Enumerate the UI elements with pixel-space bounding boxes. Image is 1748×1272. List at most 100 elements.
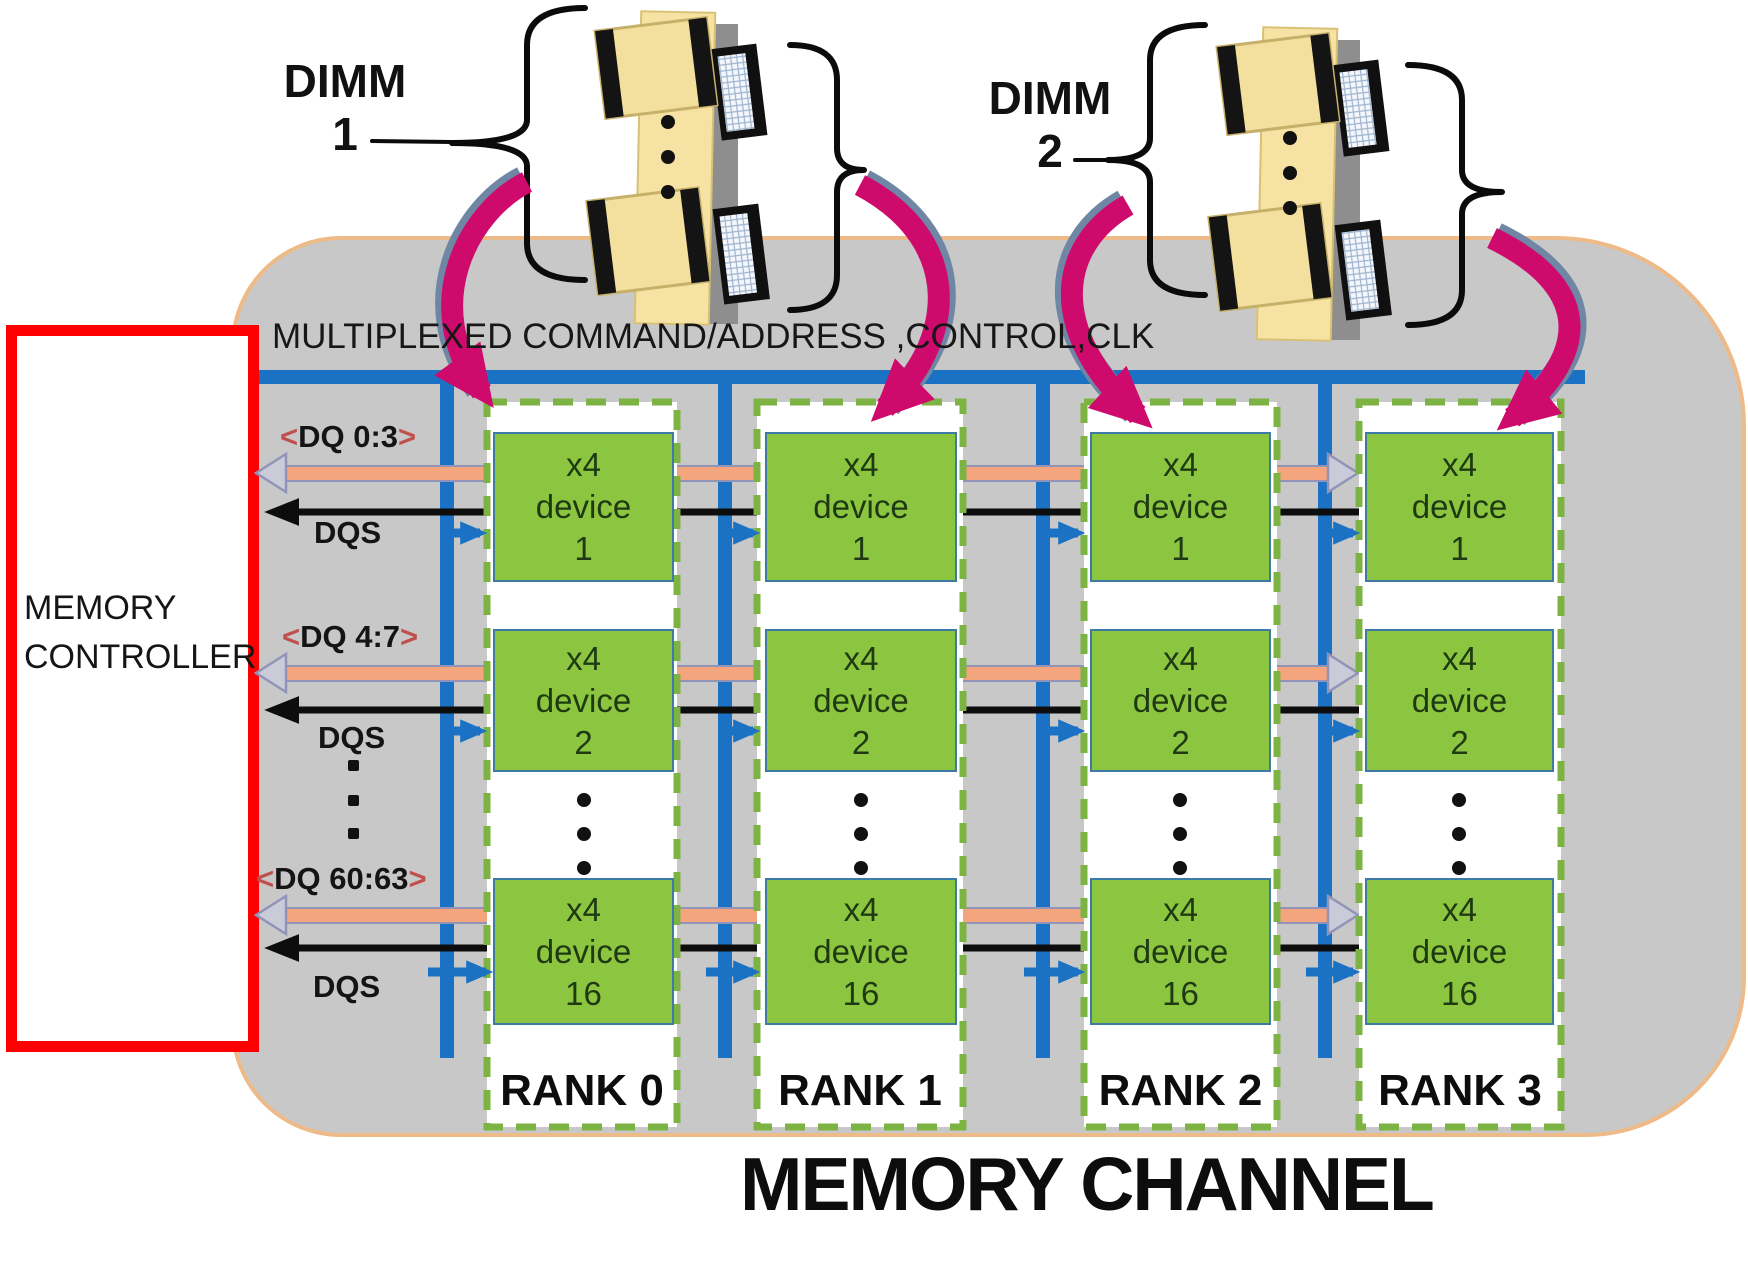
device-line: 2 bbox=[851, 723, 871, 761]
device-line: 2 bbox=[1171, 723, 1190, 761]
device-box-rank3-16: x4 device 16 bbox=[1365, 878, 1554, 1025]
ellipsis-ranks bbox=[577, 793, 1466, 875]
device-line: device bbox=[1132, 932, 1229, 970]
device-box-rank1-2: x4 device 2 bbox=[765, 629, 957, 772]
dimm1-name: DIMM bbox=[283, 55, 407, 107]
device-line: device bbox=[1132, 488, 1229, 525]
bracket: < bbox=[256, 861, 275, 896]
device-line: 1 bbox=[851, 530, 871, 567]
device-line: device bbox=[813, 681, 909, 719]
dimm2-module-icon bbox=[1207, 26, 1392, 342]
right-arrow-icon bbox=[1326, 651, 1361, 695]
curved-arrow-rank1-icon bbox=[854, 175, 950, 422]
dimm1-module-icon bbox=[585, 10, 770, 326]
bracket: > bbox=[400, 619, 419, 654]
device-box-rank2-2: x4 device 2 bbox=[1090, 629, 1271, 772]
device-line: x4 bbox=[1442, 446, 1477, 483]
dq-text: DQ 60:63 bbox=[274, 861, 409, 896]
device-line: 1 bbox=[1171, 530, 1190, 567]
device-line: x4 bbox=[1442, 890, 1477, 928]
device-box-rank1-16: x4 device 16 bbox=[765, 878, 957, 1025]
dqs-label-row1: DQS bbox=[314, 515, 382, 550]
bus-label: MULTIPLEXED COMMAND/ADDRESS ,CONTROL,CLK bbox=[272, 317, 1155, 356]
rank3-label: RANK 3 bbox=[1378, 1066, 1542, 1115]
device-line: x4 bbox=[843, 890, 879, 928]
device-line: device bbox=[535, 488, 632, 525]
device-line: 16 bbox=[565, 974, 602, 1012]
device-line: 1 bbox=[574, 530, 593, 567]
left-arrow-icon bbox=[253, 451, 288, 495]
rank-select-arrows bbox=[434, 167, 1587, 431]
dq-label-row2: <DQ 4:7> bbox=[282, 619, 418, 655]
device-line: device bbox=[1411, 932, 1508, 970]
device-line: device bbox=[1132, 681, 1229, 719]
rank2-label: RANK 2 bbox=[1098, 1066, 1263, 1115]
device-line: 16 bbox=[1162, 974, 1199, 1012]
device-line: x4 bbox=[1163, 446, 1198, 483]
device-line: x4 bbox=[1163, 639, 1198, 677]
memory-channel-title: MEMORY CHANNEL bbox=[740, 1142, 1435, 1226]
dimm1-label-connector bbox=[370, 139, 454, 144]
dqs-label-row2: DQS bbox=[318, 720, 386, 755]
bracket: < bbox=[280, 419, 299, 454]
device-line: device bbox=[813, 488, 909, 525]
device-line: device bbox=[535, 681, 632, 719]
dimm2-number: 2 bbox=[1037, 125, 1063, 177]
device-line: x4 bbox=[566, 446, 601, 483]
curved-arrow-rank0-icon bbox=[434, 172, 533, 408]
memory-controller-box bbox=[6, 325, 259, 1052]
memory-controller-label: MEMORY CONTROLLER bbox=[24, 584, 257, 682]
device-line: x4 bbox=[843, 446, 879, 483]
device-box-rank0-2: x4 device 2 bbox=[493, 629, 674, 772]
memory-controller-line2: CONTROLLER bbox=[24, 638, 257, 676]
device-line: 2 bbox=[574, 723, 593, 761]
device-box-rank2-16: x4 device 16 bbox=[1090, 878, 1271, 1025]
device-line: x4 bbox=[843, 639, 879, 677]
memory-controller-line1: MEMORY bbox=[24, 589, 177, 627]
device-line: 1 bbox=[1450, 530, 1469, 567]
device-line: x4 bbox=[1163, 890, 1198, 928]
brace-dimm2-right-icon bbox=[1405, 62, 1505, 328]
device-line: device bbox=[813, 932, 909, 970]
rank1-label: RANK 1 bbox=[778, 1066, 942, 1115]
left-arrow-icon bbox=[253, 651, 288, 695]
device-line: 16 bbox=[842, 974, 880, 1012]
device-box-rank3-2: x4 device 2 bbox=[1365, 629, 1554, 772]
right-arrow-icon bbox=[1326, 893, 1361, 937]
bracket: > bbox=[408, 861, 427, 896]
device-box-rank0-1: x4 device 1 bbox=[493, 432, 674, 582]
dq-label-row3: <DQ 60:63> bbox=[256, 861, 427, 897]
dq-text: DQ 0:3 bbox=[298, 419, 399, 454]
device-line: 16 bbox=[1441, 974, 1478, 1012]
bracket: > bbox=[398, 419, 417, 454]
bus-tap-rank0 bbox=[440, 370, 454, 1058]
device-box-rank0-16: x4 device 16 bbox=[493, 878, 674, 1025]
device-line: x4 bbox=[566, 639, 601, 677]
device-line: x4 bbox=[566, 890, 601, 928]
dimm1-number: 1 bbox=[332, 108, 358, 160]
device-line: x4 bbox=[1442, 639, 1477, 677]
right-arrow-icon bbox=[1326, 451, 1361, 495]
dq-label-row1: <DQ 0:3> bbox=[280, 419, 416, 455]
device-box-rank1-1: x4 device 1 bbox=[765, 432, 957, 582]
device-box-rank3-1: x4 device 1 bbox=[1365, 432, 1554, 582]
device-line: device bbox=[1411, 681, 1508, 719]
device-line: device bbox=[535, 932, 632, 970]
rank0-label: RANK 0 bbox=[500, 1066, 664, 1115]
dimm2-label: DIMM 2 bbox=[970, 72, 1130, 178]
device-line: device bbox=[1411, 488, 1508, 525]
dqs-label-row3: DQS bbox=[313, 969, 381, 1004]
bus-tap-rank2 bbox=[1036, 370, 1050, 1058]
curved-arrow-rank3-icon bbox=[1487, 228, 1581, 431]
device-line: 2 bbox=[1450, 723, 1469, 761]
brace-dimm1-right-icon bbox=[787, 42, 867, 313]
dimm1-label: DIMM 1 bbox=[265, 55, 425, 161]
device-box-rank2-1: x4 device 1 bbox=[1090, 432, 1271, 582]
bus-tap-rank3 bbox=[1318, 370, 1332, 1058]
bus-tap-rank1 bbox=[718, 370, 732, 1058]
clock-branch-arrows bbox=[428, 521, 1361, 984]
bracket: < bbox=[282, 619, 301, 654]
curved-arrow-rank2-icon bbox=[1060, 195, 1153, 429]
left-arrow-icon bbox=[253, 893, 288, 937]
